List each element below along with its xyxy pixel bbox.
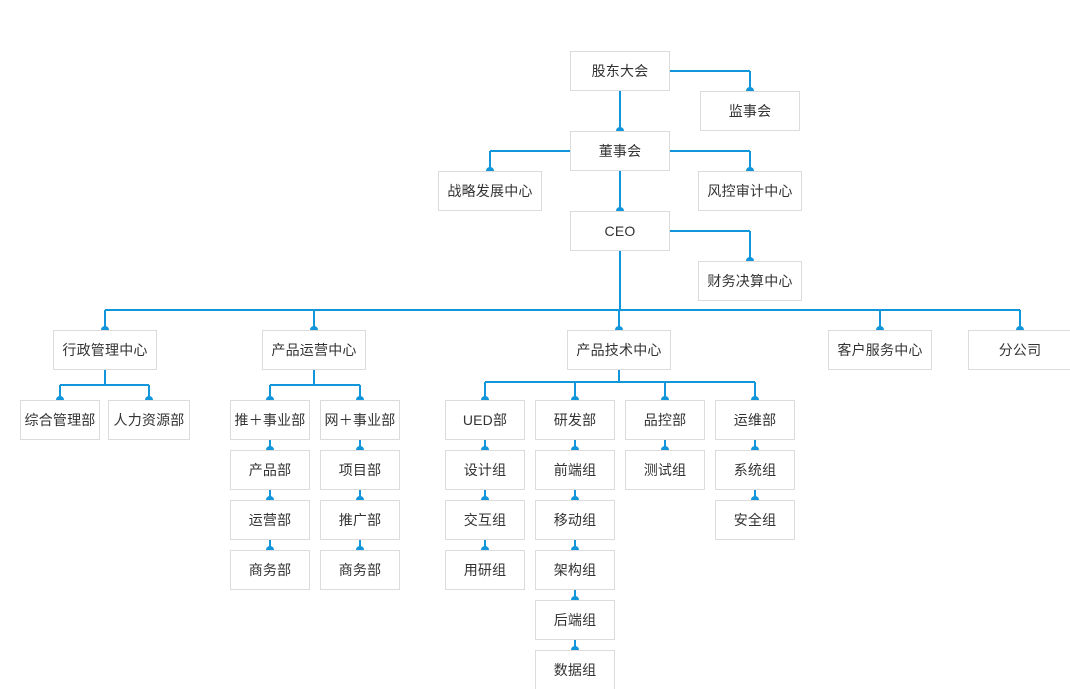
org-node-label: CEO (604, 223, 636, 239)
org-node-rd[interactable]: 研发部 (535, 400, 615, 440)
org-node-label: 商务部 (338, 562, 382, 578)
org-node-label: 战略发展中心 (447, 183, 533, 199)
org-node-project-dept[interactable]: 项目部 (320, 450, 400, 490)
org-node-backend-grp[interactable]: 后端组 (535, 600, 615, 640)
org-node-label: UED部 (462, 412, 508, 428)
org-node-label: 品控部 (643, 412, 687, 428)
org-node-label: 产品运营中心 (271, 342, 357, 358)
org-node-label: 董事会 (598, 143, 642, 159)
org-node-ued[interactable]: UED部 (445, 400, 525, 440)
org-node-biz-dept-2[interactable]: 商务部 (320, 550, 400, 590)
org-node-interaction-grp[interactable]: 交互组 (445, 500, 525, 540)
org-node-qa[interactable]: 品控部 (625, 400, 705, 440)
org-node-board[interactable]: 董事会 (570, 131, 670, 171)
org-node-product-dept[interactable]: 产品部 (230, 450, 310, 490)
org-node-ops-dept[interactable]: 运营部 (230, 500, 310, 540)
org-node-label: 运维部 (733, 412, 777, 428)
org-node-label: 架构组 (553, 562, 597, 578)
org-node-label: 商务部 (248, 562, 292, 578)
org-node-label: 系统组 (733, 462, 777, 478)
org-node-mobile-grp[interactable]: 移动组 (535, 500, 615, 540)
org-node-promo-dept[interactable]: 推广部 (320, 500, 400, 540)
org-node-branch[interactable]: 分公司 (968, 330, 1070, 370)
org-node-hr[interactable]: 人力资源部 (108, 400, 190, 440)
org-node-label: 财务决算中心 (707, 273, 793, 289)
org-node-frontend-grp[interactable]: 前端组 (535, 450, 615, 490)
org-node-design-grp[interactable]: 设计组 (445, 450, 525, 490)
org-node-label: 产品部 (248, 462, 292, 478)
org-node-label: 分公司 (998, 342, 1042, 358)
org-node-label: 安全组 (733, 512, 777, 528)
org-node-label: 移动组 (553, 512, 597, 528)
org-node-test-grp[interactable]: 测试组 (625, 450, 705, 490)
org-node-label: 综合管理部 (24, 412, 96, 428)
org-node-security-grp[interactable]: 安全组 (715, 500, 795, 540)
org-node-wang-bu[interactable]: 网＋事业部 (320, 400, 400, 440)
org-node-label: 人力资源部 (113, 412, 185, 428)
org-node-label: 用研组 (463, 562, 507, 578)
org-node-label: 运营部 (248, 512, 292, 528)
org-node-strategy[interactable]: 战略发展中心 (438, 171, 542, 211)
org-node-label: 风控审计中心 (707, 183, 793, 199)
org-node-label: 研发部 (553, 412, 597, 428)
org-node-finance[interactable]: 财务决算中心 (698, 261, 802, 301)
org-node-label: 交互组 (463, 512, 507, 528)
org-node-label: 行政管理中心 (62, 342, 148, 358)
org-node-shareholders[interactable]: 股东大会 (570, 51, 670, 91)
org-node-tui-bu[interactable]: 推＋事业部 (230, 400, 310, 440)
org-node-arch-grp[interactable]: 架构组 (535, 550, 615, 590)
org-node-supervisors[interactable]: 监事会 (700, 91, 800, 131)
org-node-label: 测试组 (643, 462, 687, 478)
org-node-label: 推＋事业部 (234, 412, 306, 428)
org-node-label: 项目部 (338, 462, 382, 478)
org-node-prodops[interactable]: 产品运营中心 (262, 330, 366, 370)
org-node-label: 监事会 (728, 103, 772, 119)
org-node-ceo[interactable]: CEO (570, 211, 670, 251)
org-node-label: 设计组 (463, 462, 507, 478)
org-node-research-grp[interactable]: 用研组 (445, 550, 525, 590)
org-node-label: 产品技术中心 (576, 342, 662, 358)
org-node-label: 前端组 (553, 462, 597, 478)
org-node-label: 客户服务中心 (837, 342, 923, 358)
org-node-riskaudit[interactable]: 风控审计中心 (698, 171, 802, 211)
org-node-general-admin[interactable]: 综合管理部 (20, 400, 100, 440)
org-node-biz-dept-1[interactable]: 商务部 (230, 550, 310, 590)
org-node-admin[interactable]: 行政管理中心 (53, 330, 157, 370)
org-node-system-grp[interactable]: 系统组 (715, 450, 795, 490)
org-node-prodtech[interactable]: 产品技术中心 (567, 330, 671, 370)
org-node-label: 数据组 (553, 662, 597, 678)
org-node-custserv[interactable]: 客户服务中心 (828, 330, 932, 370)
org-node-label: 网＋事业部 (324, 412, 396, 428)
org-node-data-grp[interactable]: 数据组 (535, 650, 615, 689)
org-node-label: 推广部 (338, 512, 382, 528)
org-node-label: 后端组 (553, 612, 597, 628)
org-node-label: 股东大会 (591, 63, 649, 79)
org-node-ops[interactable]: 运维部 (715, 400, 795, 440)
